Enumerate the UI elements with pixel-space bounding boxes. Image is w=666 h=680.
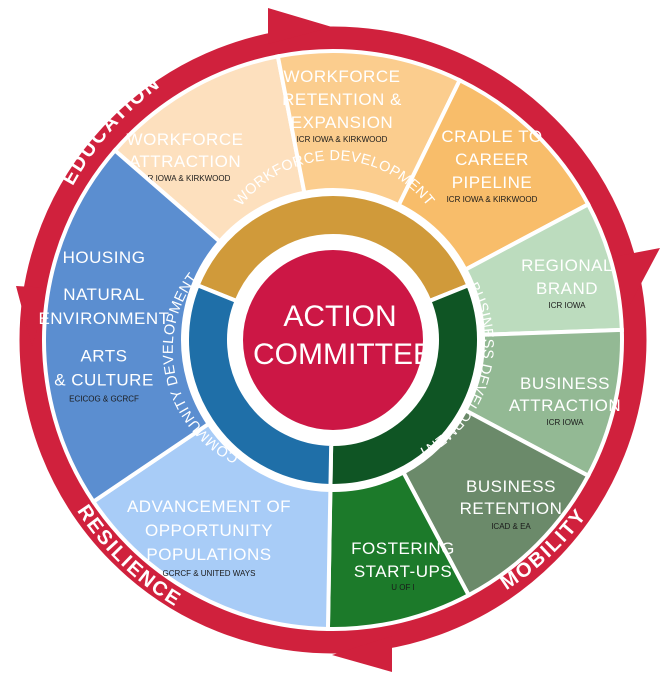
segment-fostering-startups-title-line-1: START-UPS	[354, 562, 452, 581]
arrow-head-bottom	[332, 636, 392, 672]
segment-advancement	[90, 421, 333, 631]
segment-business-retention-title-line-1: RETENTION	[460, 499, 563, 518]
segment-cradle-to-career-subtitle: ICR IOWA & KIRKWOOD	[447, 195, 538, 204]
segment-cradle-to-career-title-line-0: CRADLE TO	[441, 127, 542, 146]
ring-workforce-development	[195, 192, 471, 304]
arrow-head-right	[608, 248, 660, 312]
outer-segments: WORKFORCE ATTRACTION ICR IOWA & KIRKWOOD WO…	[38, 49, 624, 631]
segment-community-block-title-line-2: NATURAL	[63, 285, 145, 304]
segment-advancement-subtitle: GCRCF & UNITED WAYS	[163, 569, 256, 578]
segment-cradle-to-career-title-line-1: CAREER	[455, 150, 529, 169]
segment-business-retention-title-line-0: BUSINESS	[466, 477, 556, 496]
ring-community-development	[185, 282, 334, 489]
segment-workforce-retention-subtitle: ICR IOWA & KIRKWOOD	[297, 135, 388, 144]
core-title-line1: ACTION	[283, 300, 396, 333]
segment-workforce-retention-title-line-2: EXPANSION	[291, 113, 393, 132]
segment-fostering-startups-subtitle: U OF I	[391, 583, 415, 592]
segment-workforce-retention-title-line-1: RETENTION &	[282, 90, 402, 109]
segment-community-block	[42, 147, 223, 505]
segment-business-attraction-subtitle: ICR IOWA	[546, 418, 584, 427]
segment-business-attraction-title-line-1: ATTRACTION	[509, 396, 621, 415]
arrow-head-left	[16, 286, 50, 346]
segment-advancement-title-line-1: OPPORTUNITY	[145, 521, 273, 540]
segment-advancement-title-line-0: ADVANCEMENT OF	[127, 497, 291, 516]
segment-regional-brand-subtitle: ICR IOWA	[548, 301, 586, 310]
segment-fostering-startups-title-line-0: FOSTERING	[351, 539, 455, 558]
segment-advancement-title-line-2: POPULATIONS	[146, 545, 271, 564]
segment-community-block-title-line-5: ARTS	[80, 346, 127, 365]
segment-community-block-title-line-0: HOUSING	[63, 248, 146, 267]
segment-regional-brand-title-line-1: BRAND	[536, 279, 598, 298]
segment-workforce-retention-title-line-0: WORKFORCE	[284, 67, 401, 86]
segment-community-block-title-line-6: & CULTURE	[54, 370, 154, 389]
segment-workforce-attraction-title-line-1: ATTRACTION	[129, 152, 241, 171]
segment-cradle-to-career-title-line-2: PIPELINE	[452, 173, 533, 192]
segment-workforce-attraction-subtitle: ICR IOWA & KIRKWOOD	[140, 174, 231, 183]
core-circle	[239, 246, 427, 434]
arrow-head-top	[268, 8, 332, 44]
segment-workforce-attraction-title-line-0: WORKFORCE	[127, 130, 244, 149]
segment-regional-brand-title-line-0: REGIONAL	[521, 256, 613, 275]
core-title-line2: COMMITTEE	[253, 338, 433, 371]
segment-business-retention-subtitle: ICAD & EA	[491, 522, 531, 531]
segment-community-block-subtitle: ECICOG & GCRCF	[69, 394, 139, 403]
segment-community-block-title-line-3: ENVIRONMENT	[38, 309, 169, 328]
segment-business-attraction-title-line-0: BUSINESS	[520, 374, 610, 393]
